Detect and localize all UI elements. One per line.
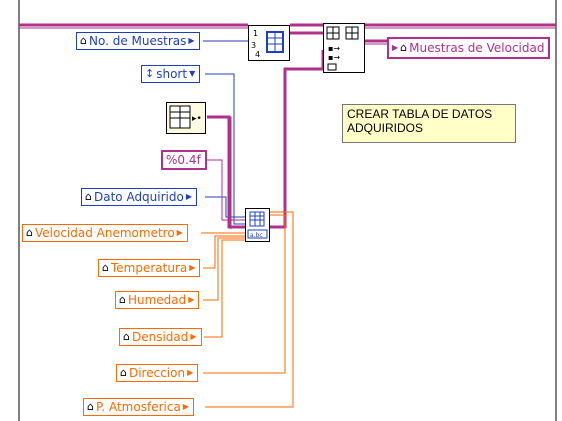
triangle-right-icon: ▶ bbox=[182, 402, 189, 411]
house-icon: ⌂ bbox=[123, 330, 130, 343]
string-array-wire-top bbox=[19, 23, 556, 45]
enum-ring-icon: ↕ bbox=[145, 67, 155, 80]
temperatura-local-variable[interactable]: ⌂ Temperatura ▶ bbox=[98, 259, 201, 277]
triangle-right-icon: ▶ bbox=[190, 332, 197, 341]
triangle-right-icon: ▶ bbox=[185, 192, 192, 201]
house-icon: ⌂ bbox=[400, 41, 408, 54]
initialize-array-function[interactable]: 1 3 4 bbox=[248, 25, 290, 61]
svg-text:1: 1 bbox=[253, 29, 258, 38]
svg-text:3: 3 bbox=[251, 41, 256, 50]
node-label: Muestras de Velocidad bbox=[409, 41, 545, 55]
chevron-down-icon: ▼ bbox=[189, 69, 196, 78]
node-label: No. de Muestras bbox=[88, 34, 187, 48]
node-label: %0.4f bbox=[166, 153, 201, 167]
svg-text:4: 4 bbox=[255, 50, 260, 59]
node-label: P. Atmosferica bbox=[95, 400, 181, 414]
triangle-right-icon: ▶ bbox=[189, 263, 196, 272]
format-into-string-function[interactable]: a.bc bbox=[245, 208, 270, 242]
build-array-function[interactable]: ▪→ ▪→ bbox=[323, 23, 365, 73]
house-icon: ⌂ bbox=[120, 366, 127, 379]
muestras-velocidad-local-variable[interactable]: ▶ ⌂ Muestras de Velocidad bbox=[387, 37, 551, 59]
presion-local-variable[interactable]: ⌂ P. Atmosferica ▶ bbox=[83, 398, 194, 416]
node-label: Direccion bbox=[128, 366, 186, 380]
house-icon: ⌂ bbox=[85, 190, 92, 203]
node-label: short bbox=[156, 67, 188, 81]
format-string-constant[interactable]: %0.4f bbox=[161, 150, 207, 170]
double-wires bbox=[201, 211, 294, 408]
triangle-right-icon: ▶ bbox=[187, 368, 194, 377]
node-label: Densidad bbox=[131, 330, 189, 344]
node-label: Temperatura bbox=[110, 261, 188, 275]
svg-text:▪→: ▪→ bbox=[328, 53, 340, 62]
node-label: Dato Adquirido bbox=[93, 190, 184, 204]
build-array-icon: ▪→ ▪→ bbox=[326, 26, 359, 71]
triangle-right-icon: ▶ bbox=[188, 295, 195, 304]
comment-label: CREAR TABLA DE DATOS ADQUIRIDOS bbox=[342, 104, 516, 143]
triangle-right-icon: ▶ bbox=[188, 36, 195, 45]
array-table-icon: ▸• bbox=[169, 105, 202, 129]
integer-wires bbox=[203, 40, 248, 225]
direccion-local-variable[interactable]: ⌂ Direccion ▶ bbox=[116, 364, 199, 382]
node-label: Humedad bbox=[127, 293, 187, 307]
format-string-icon: a.bc bbox=[247, 211, 268, 239]
node-label: Velocidad Anemometro bbox=[34, 226, 175, 240]
triangle-right-icon: ▶ bbox=[176, 228, 183, 237]
dato-adquirido-local-variable[interactable]: ⌂ Dato Adquirido ▶ bbox=[81, 188, 197, 206]
triangle-right-icon: ▶ bbox=[392, 43, 399, 52]
velocidad-local-variable[interactable]: ⌂ Velocidad Anemometro ▶ bbox=[22, 224, 188, 242]
short-enum-ring[interactable]: ↕ short ▼ bbox=[141, 65, 201, 83]
initialize-array-icon: 1 3 4 bbox=[251, 29, 284, 59]
house-icon: ⌂ bbox=[102, 261, 109, 274]
array-constant-function[interactable]: ▸• bbox=[166, 102, 206, 134]
house-icon: ⌂ bbox=[80, 34, 87, 47]
no-muestras-local-variable[interactable]: ⌂ No. de Muestras ▶ bbox=[76, 32, 200, 50]
svg-text:▪→: ▪→ bbox=[328, 44, 340, 53]
string-wires bbox=[204, 50, 325, 229]
svg-text:▸•: ▸• bbox=[192, 114, 202, 124]
house-icon: ⌂ bbox=[87, 400, 94, 413]
house-icon: ⌂ bbox=[26, 226, 33, 239]
house-icon: ⌂ bbox=[119, 293, 126, 306]
svg-text:a.bc: a.bc bbox=[250, 232, 263, 239]
humedad-local-variable[interactable]: ⌂ Humedad ▶ bbox=[115, 291, 200, 309]
densidad-local-variable[interactable]: ⌂ Densidad ▶ bbox=[119, 328, 202, 346]
